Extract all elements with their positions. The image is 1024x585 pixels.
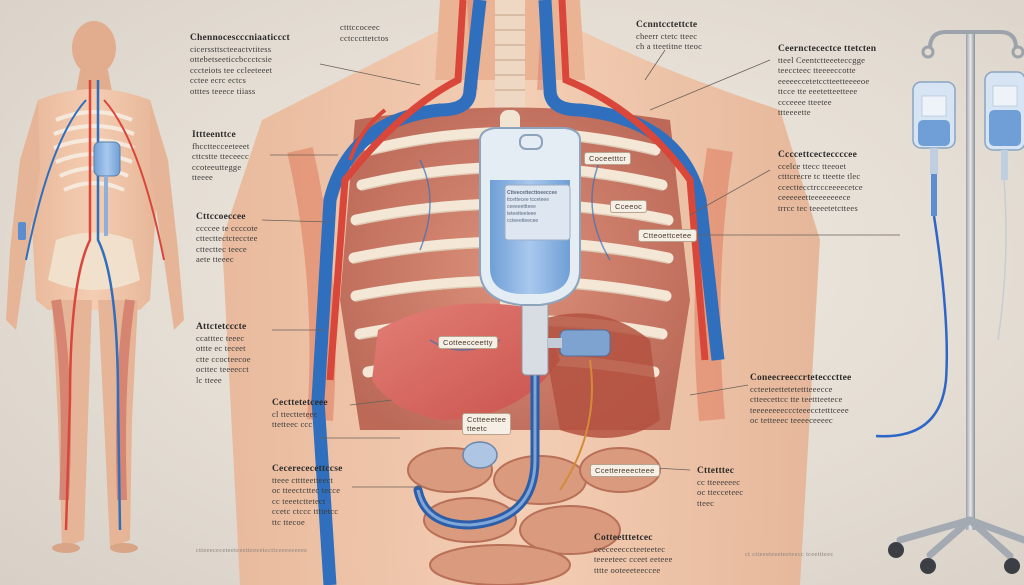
tag-bag-2: Cceeoc xyxy=(610,200,648,213)
bag-label-line: ceeeeettteee xyxy=(507,204,536,210)
bag-label-text: Ctteecettecttoeeccee ttcettecee tcceteee… xyxy=(507,190,567,225)
footer-note-right: ct ctteeeteeeteeteecc tceettteec xyxy=(745,551,834,558)
leader-lines xyxy=(261,49,900,488)
label-top-neck: ctttccoceec cctcccttetctos xyxy=(340,22,389,43)
tag-port-line-1: Cctteeetee xyxy=(467,415,507,424)
tag-liver: Cotteecceetty xyxy=(438,336,498,349)
tag-port-line-2: tteetc xyxy=(467,424,488,433)
label-right-4: Coneecreeccrtetecccttee ccteeteettetetet… xyxy=(750,373,852,425)
label-left-5: Cecttetetceee cl ttectteteec ttetteec cc… xyxy=(272,398,328,429)
label-bottom-center: Cotteetttetcec ceeceeecccteeteetec teeee… xyxy=(594,533,673,575)
bag-label-line: ccteeetteecee xyxy=(507,218,539,224)
tag-bag: Coceetttcr xyxy=(584,152,632,165)
label-right-3: Ccccettcecteccccee ccelce ttecc tteeoet … xyxy=(778,150,863,213)
label-left-4: Attctetcccte ccatttec teeec ottte ec tec… xyxy=(196,322,251,385)
full-body-figure xyxy=(6,21,184,553)
label-left-3: Cttccoeccee ccccee te ccccote cttecttect… xyxy=(196,212,258,264)
label-right-1: Ccnntcctettcte cheerr ctetc tteec ch a t… xyxy=(636,20,703,51)
bag-label-line: ttcettecee tcceteee xyxy=(507,197,549,203)
footer-note-left: ctteeececeteeteeetteeeetecttceeeeeeeee xyxy=(196,547,308,554)
tag-bag-3: Ctteoettcetee xyxy=(638,229,697,242)
tag-port: Cctteeetee tteetc xyxy=(462,413,512,435)
tag-lower: Ccettereeecteee xyxy=(590,464,660,477)
iv-pole xyxy=(875,30,1024,574)
label-left-2: Ittteenttce fhccttecceeteeet cttcstte tt… xyxy=(192,130,250,182)
label-left-6: Cecerececettccse tteee ctttteetteect oc … xyxy=(272,464,343,527)
bag-label-title: Ctteecettecttoeeccee xyxy=(507,190,558,196)
bag-label-line: teteetteeteee xyxy=(507,211,537,217)
label-right-5: Cttetttec cc tteeeeeec oc ttecceteec tte… xyxy=(697,466,744,508)
label-left-1: Chennocescccniaaticcct cicerssttscteeact… xyxy=(190,33,290,96)
label-right-2: Ceernctecectce ttetcten tteel Ceentcttee… xyxy=(778,44,877,117)
